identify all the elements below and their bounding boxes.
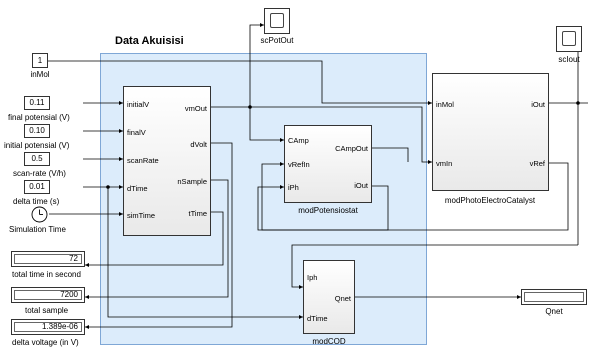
port-ttime: tTime [188, 209, 207, 218]
total-time-value: 72 [69, 254, 78, 263]
port-vmout: vmOut [184, 104, 207, 113]
sciout-scope[interactable] [556, 26, 582, 52]
sciout-label: scIout [558, 55, 580, 64]
inmol-label: inMol [30, 70, 50, 79]
port-simtime: simTime [127, 211, 156, 220]
port-initialv: initialV [127, 100, 150, 109]
port-cod-iph: Iph [307, 273, 318, 282]
total-sample-display: 7200 [11, 287, 85, 303]
port-vrefin: vRefIn [288, 160, 310, 169]
port-finalv: finalV [127, 128, 146, 137]
dtime-constant[interactable]: 0.01 [24, 180, 50, 194]
scpotout-label: scPotOut [260, 36, 294, 45]
qnet-label: Qnet [545, 307, 563, 316]
total-time-display: 72 [11, 251, 85, 267]
qnet-display [521, 289, 587, 305]
scpotout-scope[interactable] [264, 8, 290, 34]
port-iph: iPh [288, 183, 299, 192]
cod-label: modCOD [312, 337, 346, 346]
finalv-label: initial potensial (V) [4, 141, 70, 150]
total-sample-label: total sample [25, 306, 69, 315]
area-title: Data Akuisisi [115, 35, 184, 47]
total-time-label: total time in second [12, 270, 81, 279]
photo-electro-catalyst-subsystem[interactable]: inMol vmIn iOut vRef [432, 73, 549, 191]
port-photo-iout: iOut [531, 100, 545, 109]
cod-subsystem[interactable]: Iph dTime Qnet [303, 260, 355, 334]
scanrate-label: scan-rate (V/h) [13, 169, 66, 178]
initialv-constant[interactable]: 0.11 [24, 96, 50, 110]
potensiostat-label: modPotensiostat [298, 206, 358, 215]
clock-icon[interactable] [31, 206, 48, 223]
delta-voltage-display: 1.389e-06 [11, 319, 85, 335]
delta-voltage-value: 1.389e-06 [41, 322, 78, 331]
port-inmol: inMol [436, 100, 454, 109]
port-dvolt: dVolt [190, 140, 207, 149]
delta-voltage-label: delta voltage (in V) [12, 338, 79, 347]
inmol-constant[interactable]: 1 [32, 53, 48, 68]
port-dtime: dTime [127, 184, 148, 193]
port-nsample: nSample [177, 177, 207, 186]
total-sample-value: 7200 [60, 290, 78, 299]
potensiostat-subsystem[interactable]: CAmp vRefIn iPh CAmpOut iOut [284, 125, 372, 203]
port-vmin: vmIn [436, 159, 453, 168]
port-camp: CAmp [288, 136, 309, 145]
port-scanrate: scanRate [127, 156, 159, 165]
clock-label: Simulation Time [9, 225, 66, 234]
port-campout: CAmpOut [335, 144, 368, 153]
port-qnet: Qnet [334, 294, 351, 303]
initialv-label: final potensial (V) [8, 113, 70, 122]
data-acquisition-subsystem[interactable]: initialV finalV scanRate dTime simTime v… [123, 86, 211, 236]
port-iout: iOut [354, 181, 368, 190]
dtime-label: delta time (s) [13, 197, 60, 206]
scanrate-constant[interactable]: 0.5 [24, 152, 50, 166]
photo-label: modPhotoElectroCatalyst [444, 196, 536, 205]
port-vref: vRef [529, 159, 545, 168]
port-cod-dtime: dTime [307, 314, 328, 323]
finalv-constant[interactable]: 0.10 [24, 124, 50, 138]
